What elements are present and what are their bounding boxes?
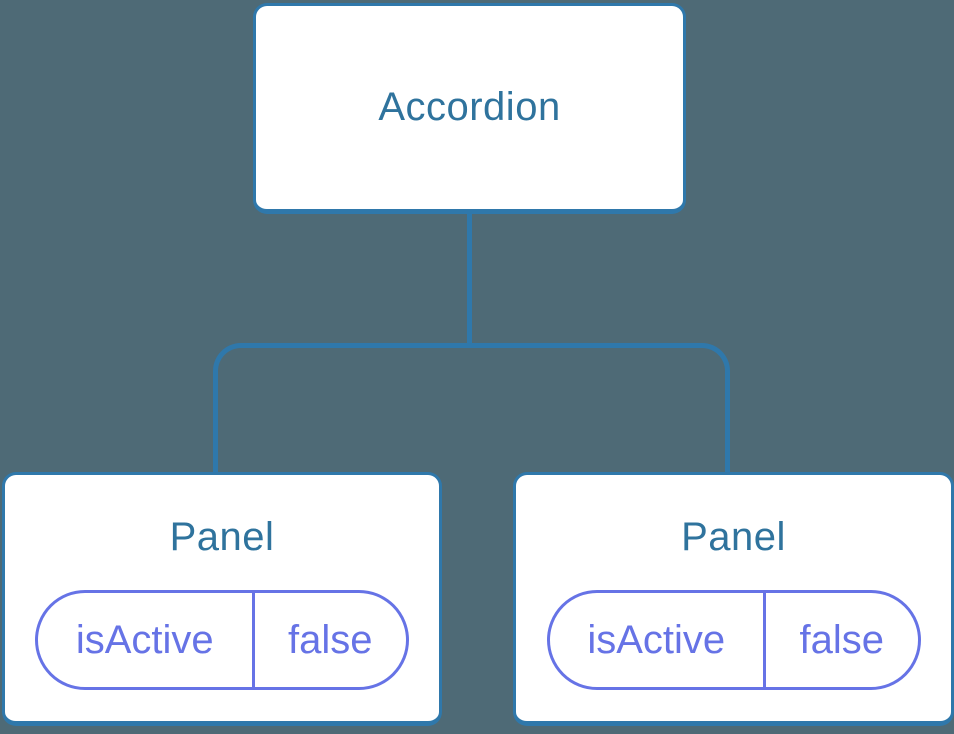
- panel-right-state-key: isActive: [550, 593, 767, 687]
- panel-right-label: Panel: [681, 515, 786, 559]
- panel-node-right: Panel isActive false: [513, 472, 954, 726]
- panel-left-state-value: false: [288, 617, 373, 662]
- panel-right-state-pill: isActive false: [546, 590, 921, 690]
- panel-left-label: Panel: [169, 515, 275, 559]
- connector-stem: [467, 212, 472, 345]
- panel-left-state-pill: isActive false: [35, 590, 409, 690]
- accordion-node-label: Accordion: [378, 85, 561, 129]
- connector-bracket: [213, 343, 730, 472]
- accordion-node: Accordion: [253, 3, 686, 214]
- panel-right-state-value: false: [799, 617, 885, 662]
- panel-node-left: Panel isActive false: [2, 472, 442, 726]
- panel-left-state-key: isActive: [38, 593, 255, 687]
